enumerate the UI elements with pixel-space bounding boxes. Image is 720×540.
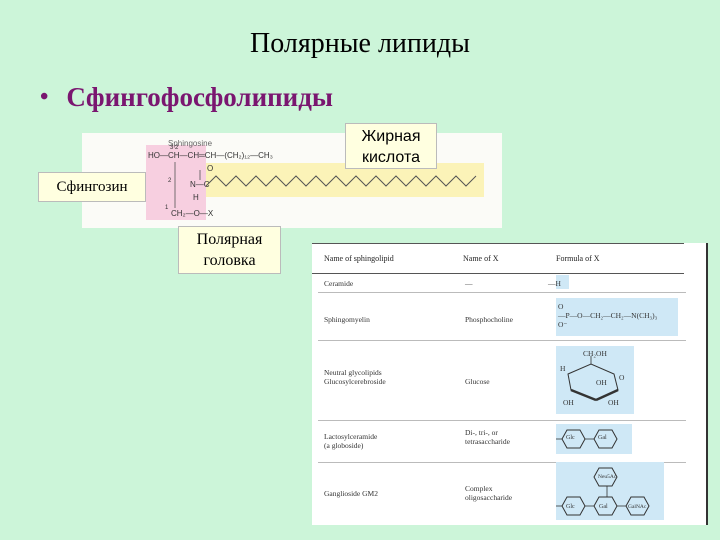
sphingosine-callout: Сфингозин xyxy=(38,172,146,202)
structure-bonds xyxy=(174,162,201,208)
row-divider xyxy=(318,340,686,341)
structure-row-1: HO—CH—CH═CH—(CH₂)₁₂—CH₃ xyxy=(148,151,273,160)
lactose-glc-label: Glc xyxy=(566,435,575,441)
lactose-chain-icon xyxy=(556,429,618,449)
structure-row-3-number: 1 xyxy=(165,205,169,211)
table-row-name: Ceramide xyxy=(324,279,354,288)
row-divider xyxy=(318,292,686,293)
table-row-name: Sphingomyelin xyxy=(324,315,370,324)
table-row-x: — xyxy=(465,279,473,288)
structure-row-3: CH₂—O—X xyxy=(171,209,214,218)
table-row-x: Complex oligosaccharide xyxy=(465,484,513,502)
bullet-text: Сфингофосфолипиды xyxy=(66,82,333,112)
lactose-gal-label: Gal xyxy=(598,435,607,441)
sphingosine-label: Sphingosine xyxy=(168,139,213,148)
glucose-ring-icon xyxy=(567,356,619,402)
table-row-name: Neutral glycolipids Glucosylcerebroside xyxy=(324,368,386,386)
bullet-dot-icon: • xyxy=(40,84,49,110)
gm2-neu5ac-label: Neu5Ac xyxy=(598,474,617,480)
glucose-oh: OH xyxy=(596,378,607,387)
structure-row-1-numbers: 3 2 xyxy=(170,145,179,151)
bullet-item: • Сфингофосфолипиды xyxy=(40,82,333,113)
table-row-name: Ganglioside GM2 xyxy=(324,489,378,498)
glucose-oh-3: OH xyxy=(608,398,619,407)
amide-h: H xyxy=(193,193,199,202)
carbonyl-o: O xyxy=(207,164,214,173)
gm2-oligosaccharide-icon xyxy=(556,467,650,516)
row-divider xyxy=(318,462,686,463)
fatty-acid-callout: Жирная кислота xyxy=(345,123,437,169)
table-row-formula: —H xyxy=(548,279,561,288)
glucose-o: O xyxy=(619,373,625,382)
table-header xyxy=(312,243,684,274)
col-header-name: Name of sphingolipid xyxy=(324,254,394,263)
structure-row-2: N—C xyxy=(190,180,210,189)
glucose-oh-2: OH xyxy=(563,398,574,407)
gm2-glc-label: Glc xyxy=(566,504,575,510)
sphingosine-highlight xyxy=(146,145,206,220)
table-row-x: Glucose xyxy=(465,377,490,386)
formula-box-ceramide xyxy=(556,275,569,289)
table-row-x: Di-, tri-, or tetrasaccharide xyxy=(465,428,510,446)
col-header-formula: Formula of X xyxy=(556,254,600,263)
formula-box-gm2 xyxy=(556,462,664,520)
gm2-gal-label: Gal xyxy=(599,504,608,510)
fatty-acid-chain xyxy=(206,175,477,187)
polar-head-callout: Полярная головка xyxy=(178,226,281,274)
structure-row-2-number: 2 xyxy=(168,178,172,184)
table-row-x: Phosphocholine xyxy=(465,315,513,324)
glucose-h: H xyxy=(560,364,566,373)
slide-title: Полярные липиды xyxy=(250,28,470,59)
formula-box-sphingomyelin xyxy=(556,298,678,336)
row-divider xyxy=(318,420,686,421)
gm2-galnac-label: GalNAc xyxy=(628,504,647,510)
table-row-formula: O —P—O—CH₂—CH₂—N(CH₃)₃ O⁻ xyxy=(558,302,658,329)
glucose-ch2oh: CH₂OH xyxy=(583,349,607,358)
table-row-name: Lactosylceramide (a globoside) xyxy=(324,432,378,450)
col-header-x: Name of X xyxy=(463,254,499,263)
